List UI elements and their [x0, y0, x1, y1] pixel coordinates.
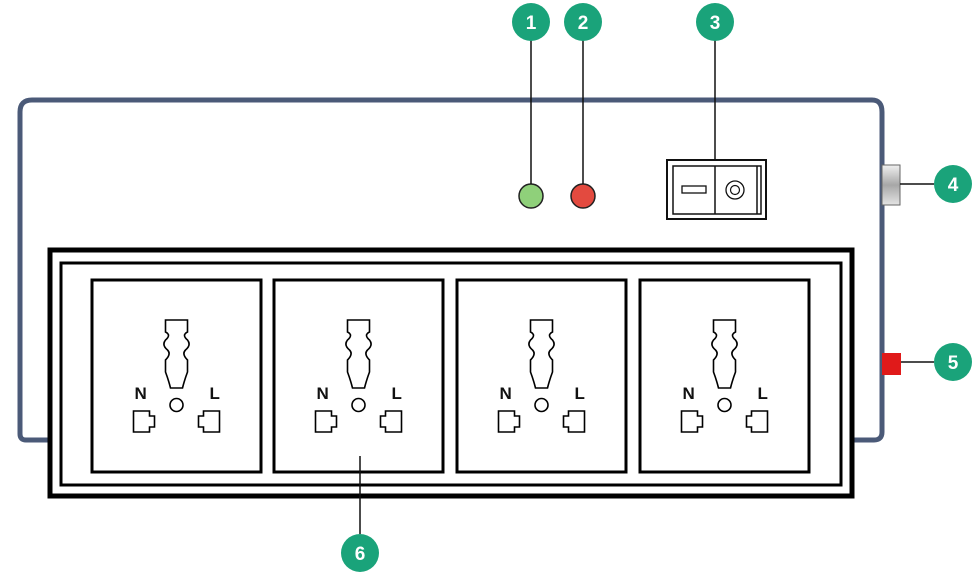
callout-5: 5 — [934, 343, 972, 381]
earth-slot — [345, 319, 372, 389]
neutral-slot — [314, 410, 338, 433]
live-slot — [197, 410, 221, 433]
callout-6: 6 — [341, 534, 379, 572]
switch-on-mark-inner — [729, 184, 741, 196]
neutral-label: N — [135, 384, 147, 403]
center-hole — [717, 397, 732, 413]
red-side-button[interactable] — [882, 353, 901, 375]
power-switch[interactable] — [666, 159, 767, 220]
neutral-slot — [497, 410, 521, 433]
center-hole — [534, 397, 549, 413]
live-label: L — [758, 384, 768, 403]
svg-text:4: 4 — [948, 175, 959, 196]
switch-off-mark — [681, 185, 707, 194]
callout-3: 3 — [696, 3, 734, 41]
svg-text:1: 1 — [526, 13, 537, 34]
neutral-label: N — [317, 384, 329, 403]
callout-4: 4 — [934, 165, 972, 203]
earth-slot — [711, 319, 738, 389]
svg-text:6: 6 — [355, 544, 366, 565]
earth-slot — [163, 319, 190, 389]
red-indicator — [570, 183, 596, 209]
center-hole — [169, 397, 184, 413]
center-hole — [351, 397, 366, 413]
live-label: L — [210, 384, 220, 403]
live-slot — [562, 410, 586, 433]
live-slot — [745, 410, 769, 433]
svg-text:5: 5 — [948, 353, 959, 374]
svg-text:2: 2 — [578, 13, 589, 34]
green-indicator — [518, 183, 544, 209]
earth-slot — [528, 319, 555, 389]
neutral-label: N — [500, 384, 512, 403]
live-label: L — [392, 384, 402, 403]
case-outline — [17, 97, 885, 443]
neutral-label: N — [683, 384, 695, 403]
live-slot — [379, 410, 403, 433]
callout-2: 2 — [564, 3, 602, 41]
live-label: L — [575, 384, 585, 403]
neutral-slot — [680, 410, 704, 433]
svg-text:3: 3 — [710, 13, 721, 34]
neutral-slot — [132, 410, 156, 433]
callout-1: 1 — [512, 3, 550, 41]
side-connector — [881, 164, 901, 206]
